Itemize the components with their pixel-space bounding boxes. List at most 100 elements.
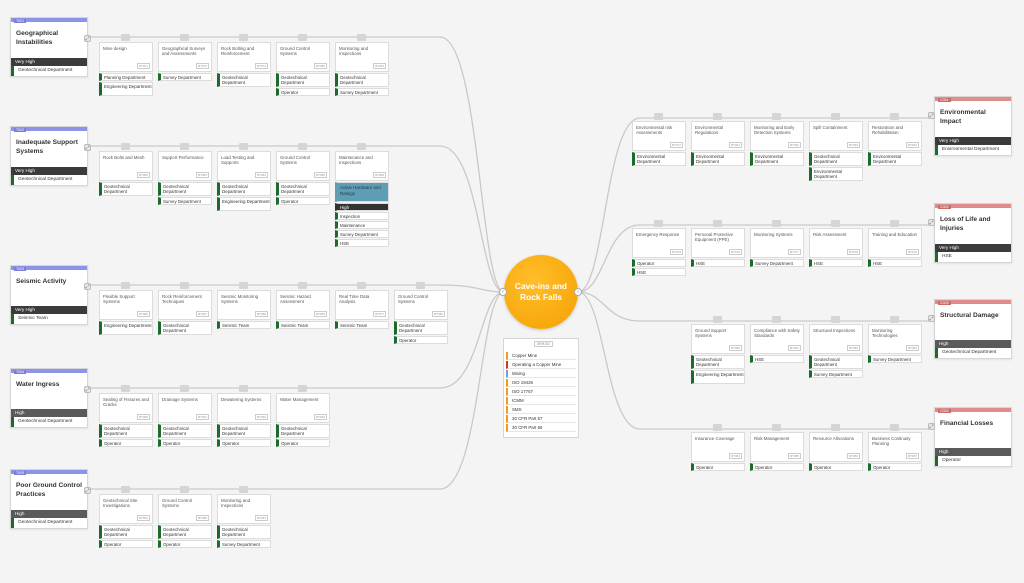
control-handle[interactable] <box>416 282 425 289</box>
control-handle[interactable] <box>298 385 307 392</box>
control-handle[interactable] <box>239 486 248 493</box>
control-handle[interactable] <box>713 316 722 323</box>
expand-toggle-icon[interactable]: ⤢ <box>84 386 91 393</box>
control-handle[interactable] <box>180 385 189 392</box>
control-handle[interactable] <box>713 424 722 431</box>
expand-toggle-icon[interactable]: ⤢ <box>84 35 91 42</box>
expand-toggle-icon[interactable]: ⤢ <box>84 144 91 151</box>
expand-toggle-icon[interactable]: ⤢ <box>928 423 935 430</box>
control-handle[interactable] <box>890 316 899 323</box>
control-personal-protective-equipment-ppe[interactable]: Personal Protective Equipment (PPE)BT076 <box>691 228 745 258</box>
control-handle[interactable] <box>772 220 781 227</box>
control-handle[interactable] <box>713 113 722 120</box>
control-handle[interactable] <box>298 282 307 289</box>
control-handle[interactable] <box>654 220 663 227</box>
expand-toggle-icon[interactable]: ⤢ <box>928 219 935 226</box>
collapse-left-icon[interactable]: ‹ <box>499 288 507 296</box>
control-handle[interactable] <box>831 220 840 227</box>
control-handle[interactable] <box>298 34 307 41</box>
expand-toggle-icon[interactable]: ⤢ <box>928 112 935 119</box>
control-handle[interactable] <box>298 143 307 150</box>
control-handle[interactable] <box>357 143 366 150</box>
control-handle[interactable] <box>121 282 130 289</box>
control-handle[interactable] <box>831 113 840 120</box>
control-handle[interactable] <box>890 220 899 227</box>
control-handle[interactable] <box>239 385 248 392</box>
control-handle[interactable] <box>890 113 899 120</box>
control-handle[interactable] <box>357 34 366 41</box>
control-handle[interactable] <box>890 424 899 431</box>
control-handle[interactable] <box>357 282 366 289</box>
control-handle[interactable] <box>121 385 130 392</box>
control-handle[interactable] <box>713 220 722 227</box>
collapse-right-icon[interactable]: › <box>574 288 582 296</box>
control-handle[interactable] <box>654 113 663 120</box>
control-handle[interactable] <box>180 282 189 289</box>
control-handle[interactable] <box>239 34 248 41</box>
control-handle[interactable] <box>239 282 248 289</box>
control-handle[interactable] <box>772 424 781 431</box>
expand-toggle-icon[interactable]: ⤢ <box>84 283 91 290</box>
control-handle[interactable] <box>772 113 781 120</box>
expand-toggle-icon[interactable]: ⤢ <box>84 487 91 494</box>
control-handle[interactable] <box>180 486 189 493</box>
control-handle[interactable] <box>772 316 781 323</box>
control-handle[interactable] <box>831 316 840 323</box>
control-handle[interactable] <box>180 34 189 41</box>
control-handle[interactable] <box>180 143 189 150</box>
control-handle[interactable] <box>121 34 130 41</box>
expand-toggle-icon[interactable]: ⤢ <box>928 315 935 322</box>
central-event[interactable]: Cave-ins and Rock Falls <box>504 255 578 329</box>
control-handle[interactable] <box>831 424 840 431</box>
control-handle[interactable] <box>121 143 130 150</box>
